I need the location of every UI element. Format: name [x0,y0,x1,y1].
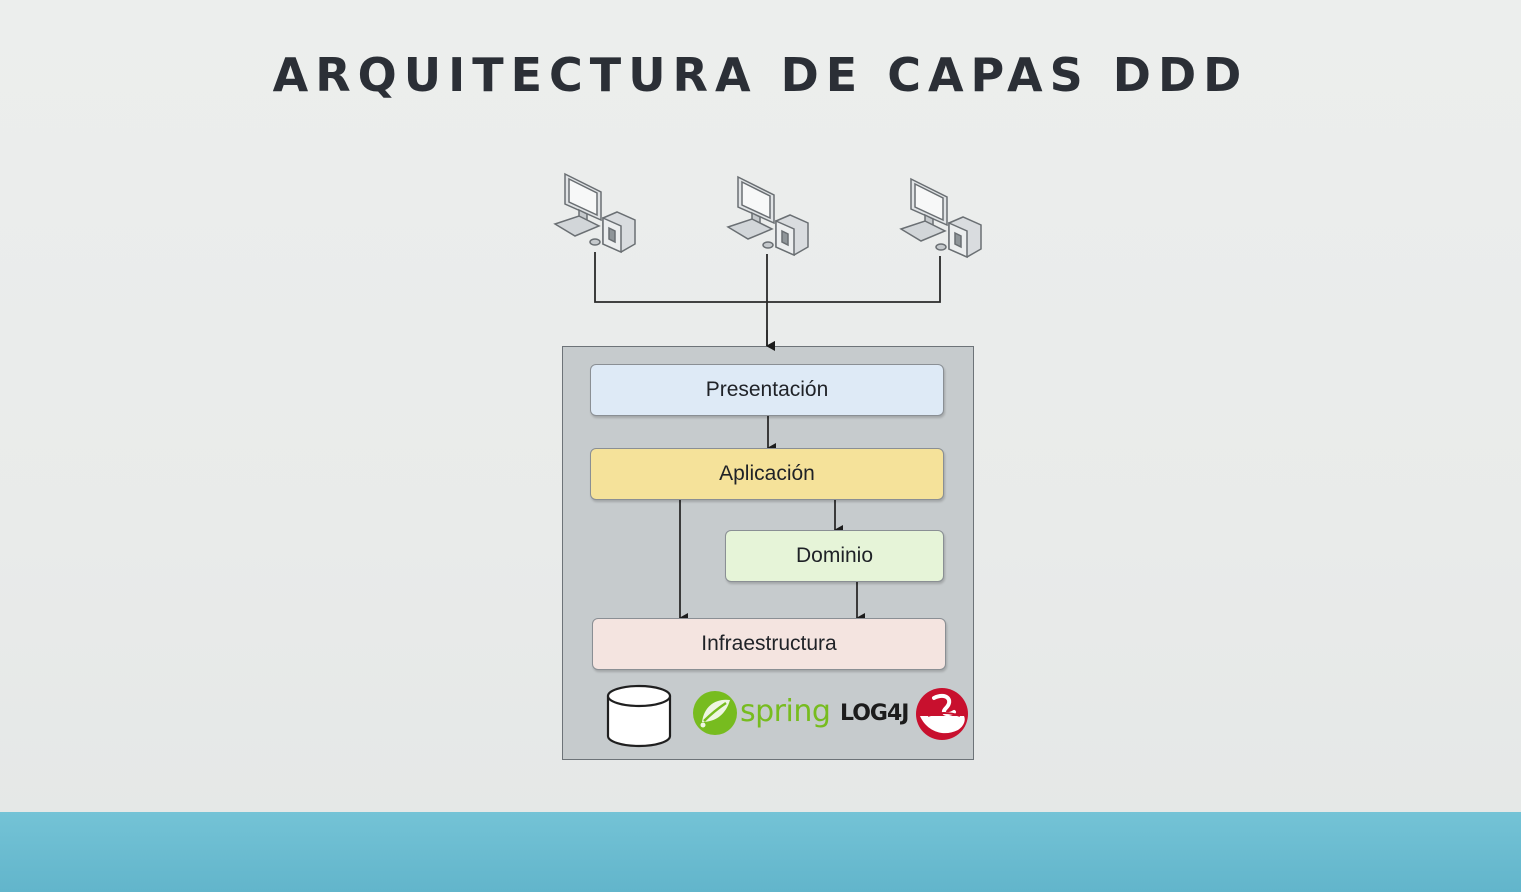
layer-domain: Dominio [725,530,944,582]
layer-presentation-label: Presentación [705,378,829,401]
log4j-logo-text: LOG4J [840,701,909,726]
desktop-computer-icon [553,172,636,254]
layer-infrastructure: Infraestructura [592,618,946,670]
desktop-computer-icon [726,175,809,257]
layer-presentation: Presentación [590,364,944,416]
spring-logo-text: spring [740,694,831,729]
desktop-computer-icon [899,177,982,259]
slide-title: ARQUITECTURA DE CAPAS DDD [272,48,1249,102]
layer-domain-label: Dominio [795,544,874,567]
spring-leaf-icon [693,691,737,735]
database-icon [606,684,672,748]
footer-band [0,812,1521,892]
log4j-feather-icon [916,688,968,740]
layer-application: Aplicación [590,448,944,500]
layer-infrastructure-label: Infraestructura [701,632,837,655]
layer-application-label: Aplicación [719,462,815,485]
